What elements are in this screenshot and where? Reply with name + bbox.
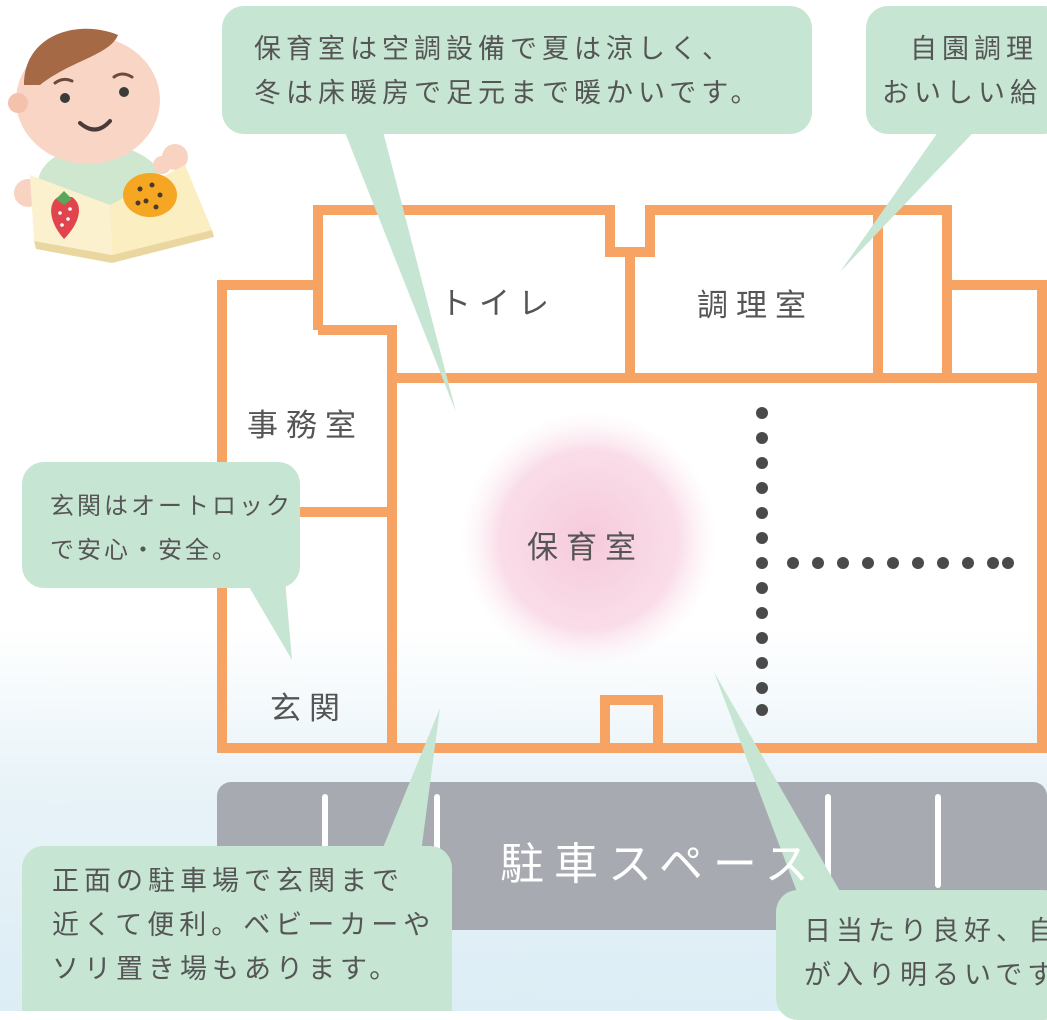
room-label-kitchen: 調理室 <box>697 288 814 324</box>
bubble-line: 近くて便利。ベビーカーや <box>52 910 436 941</box>
bubble-line: 正面の駐車場で玄関まで <box>52 866 404 897</box>
bubble-line: 日当たり良好、自 <box>804 916 1047 947</box>
nursery-glow <box>461 412 717 668</box>
bubble-parking: 正面の駐車場で玄関まで 近くて便利。ベビーカーや ソリ置き場もあります。 <box>22 846 452 1011</box>
room-label-entrance: 玄関 <box>270 691 348 727</box>
room-label-nursery: 保育室 <box>527 530 644 566</box>
parking-label: 駐車スペース <box>500 839 819 890</box>
room-label-toilet: トイレ <box>440 286 557 322</box>
bubble-line: 冬は床暖房で足元まで暖かいです。 <box>254 78 763 109</box>
room-label-office: 事務室 <box>247 408 364 444</box>
bubble-line: 保育室は空調設備で夏は涼しく、 <box>254 34 734 65</box>
bubble-line: 自園調理 <box>910 34 1038 65</box>
bubble-sunlight: 日当たり良好、自 が入り明るいです <box>776 890 1047 1020</box>
bubble-entrance-lock: 玄関はオートロック で安心・安全。 <box>22 462 300 588</box>
bubble-line: が入り明るいです <box>804 960 1047 991</box>
bubble-line: おいしい給 <box>882 78 1042 109</box>
bubble-nursery-climate: 保育室は空調設備で夏は涼しく、 冬は床暖房で足元まで暖かいです。 <box>222 6 812 134</box>
dotted-partition <box>756 407 1014 716</box>
bubble-line: で安心・安全。 <box>50 536 239 564</box>
bubble-line: ソリ置き場もあります。 <box>52 954 402 985</box>
baby-reading-illustration <box>8 28 214 263</box>
bubble-line: 玄関はオートロック <box>50 492 293 520</box>
bubble-kitchen: 自園調理 おいしい給 <box>866 6 1047 134</box>
